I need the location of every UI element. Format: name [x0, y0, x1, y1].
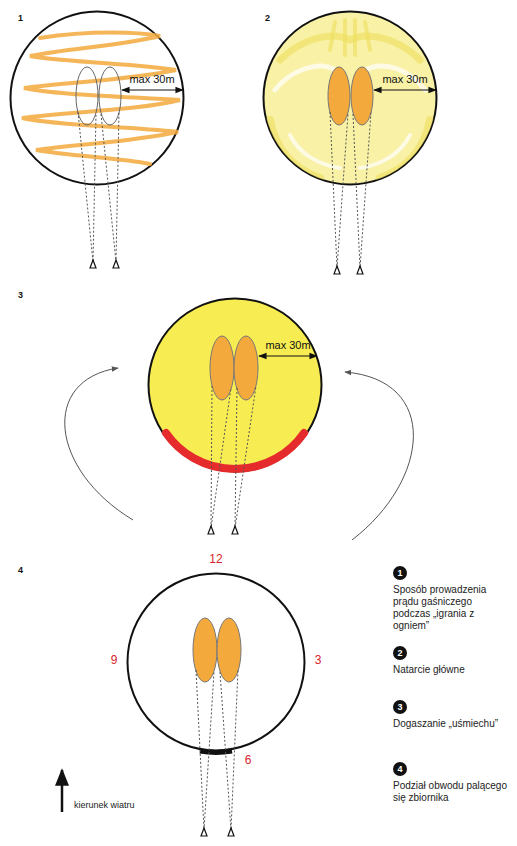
tank-outline [149, 299, 322, 472]
tank-outline [128, 574, 305, 751]
foam-stream [193, 618, 217, 682]
nozzle-lines [330, 112, 371, 268]
dimension-arrow [374, 89, 436, 90]
foam-stream [351, 67, 373, 125]
legend-note: Natarcie główne [393, 664, 508, 676]
dimension-label: max 30m [265, 339, 310, 352]
nozzle-lines [196, 670, 238, 830]
panel-number: 2 [265, 13, 270, 23]
panel-number: 1 [18, 13, 23, 23]
movement-arrow [65, 368, 133, 520]
tank-outline [147, 297, 323, 473]
tank-outline [264, 12, 437, 185]
callout-number: 1 [393, 566, 407, 580]
callout-number: 4 [393, 762, 407, 776]
foam-stream [99, 67, 121, 125]
nozzle [208, 526, 238, 534]
callout-number: 2 [393, 646, 407, 660]
movement-arrow [345, 372, 413, 540]
stream-path [22, 33, 180, 165]
dimension-arrow [122, 89, 183, 90]
tank-circle: max 30m [9, 10, 185, 186]
smile-band [166, 433, 304, 469]
wind-arrow [61, 770, 64, 812]
legend-note: Sposób prowadzenia prądu gaśniczego podc… [393, 584, 508, 632]
foam-stream [210, 336, 234, 400]
perimeter-segment [200, 751, 232, 752]
legend-note: Podział obwodu palącego się zbiornika [393, 780, 508, 804]
foam-stream [328, 67, 350, 125]
clock-number: 9 [111, 654, 118, 668]
tank-outline [11, 12, 184, 185]
dimension-label: max 30m [129, 73, 174, 86]
foam-stream [217, 618, 241, 682]
tank-circle: max 30m [262, 10, 438, 186]
callout-number: 3 [393, 700, 407, 714]
dimension-arrow [259, 355, 317, 356]
nozzle-lines [78, 112, 119, 262]
tank-circle: max 30m [147, 297, 323, 473]
tank-outline [9, 10, 185, 186]
clock-number: 6 [245, 754, 252, 768]
foam-stream [234, 336, 258, 400]
foam-cover [270, 20, 430, 178]
tank-outline [262, 10, 438, 186]
foam-stream [76, 67, 98, 125]
dimension-label: max 30m [382, 73, 427, 86]
clock-number: 12 [209, 553, 222, 567]
tank-circle: 12936 [126, 572, 306, 752]
wind-label: kierunek wiatru [74, 800, 135, 810]
clock-number: 3 [315, 654, 322, 668]
nozzle-lines [211, 386, 256, 528]
nozzle [201, 828, 234, 836]
legend-note: Dogaszanie „uśmiechu” [393, 718, 508, 730]
nozzle [334, 266, 363, 274]
tank-outline [126, 572, 306, 752]
nozzle [90, 260, 119, 268]
panel-number: 4 [18, 565, 23, 575]
panel-number: 3 [18, 290, 23, 300]
